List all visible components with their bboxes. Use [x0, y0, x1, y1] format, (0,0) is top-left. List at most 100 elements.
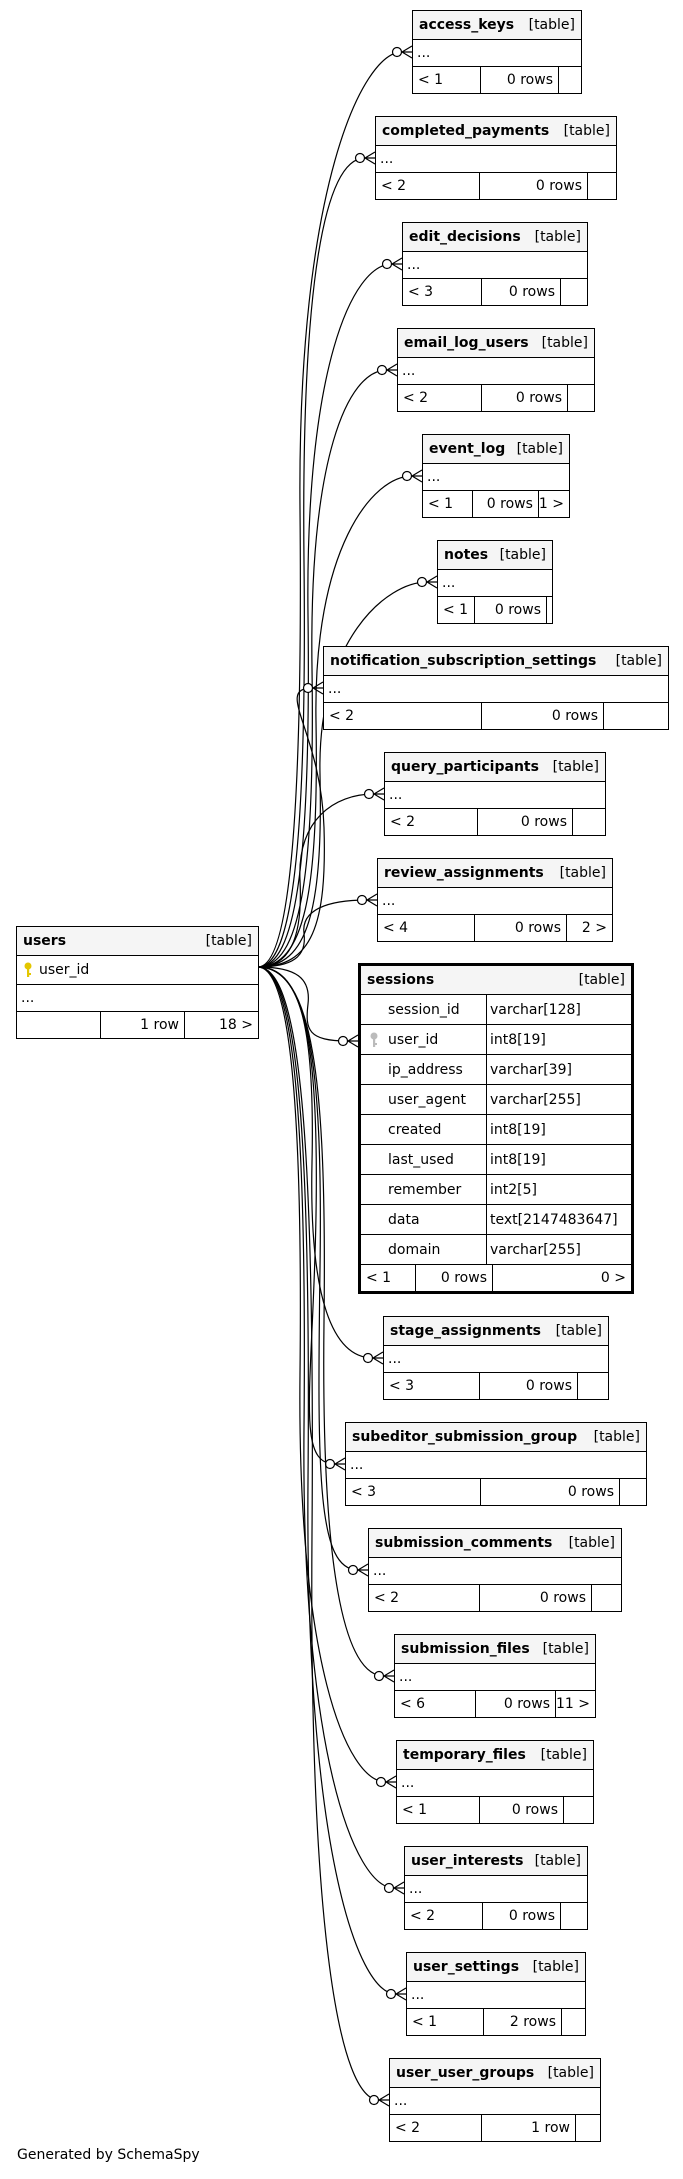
crows-foot-icon: [312, 681, 324, 695]
crows-foot-icon: [411, 469, 423, 483]
parents-count: < 1: [361, 1265, 416, 1291]
optional-marker-icon: [375, 1776, 387, 1788]
children-count: [562, 2009, 585, 2035]
table-name: access_keys: [419, 17, 515, 33]
relationship-edge-notes: [257, 581, 428, 968]
column-type: text[2147483647]: [490, 1211, 618, 1228]
more-columns-ellipsis: ...: [395, 1664, 595, 1691]
parents-count: < 1: [413, 67, 481, 93]
more-columns-ellipsis: ...: [390, 2088, 600, 2115]
table-kind-label: [table]: [541, 335, 588, 351]
children-count: [561, 1903, 587, 1929]
crows-foot-icon: [334, 1457, 346, 1471]
relationship-edge-sessions: [257, 966, 349, 1042]
primary-key-icon: [24, 962, 32, 977]
table-kind-label: [table]: [547, 2065, 594, 2081]
more-columns-ellipsis: ...: [423, 464, 569, 491]
table-header: completed_payments [table]: [376, 117, 616, 146]
table-footer: 1 row 18 >: [17, 1012, 258, 1038]
table-kind-label: [table]: [534, 229, 581, 245]
row-count: 0 rows: [480, 1373, 578, 1399]
more-columns-ellipsis: ...: [324, 676, 668, 703]
relationship-edge-stage-assignments: [257, 966, 374, 1359]
optional-marker-icon: [391, 46, 403, 58]
table-header: user_user_groups[table]: [390, 2059, 600, 2088]
table-kind-label: [table]: [593, 1429, 640, 1445]
crows-foot-icon: [383, 1669, 395, 1683]
table-name: submission_comments: [375, 1535, 553, 1551]
table-notification-subscription-settings[interactable]: notification_subscription_settings[table…: [323, 646, 669, 730]
row-count: 0 rows: [481, 1479, 620, 1505]
more-columns-ellipsis: ...: [403, 252, 587, 279]
more-columns-ellipsis: ...: [378, 888, 612, 915]
more-columns-ellipsis: ...: [413, 40, 581, 67]
row-count: 0 rows: [473, 491, 539, 517]
column-row-user-id: user_id: [17, 956, 258, 985]
optional-marker-icon: [376, 364, 388, 376]
table-kind-label: [table]: [540, 1747, 587, 1763]
table-kind-label: [table]: [542, 1641, 589, 1657]
more-columns-ellipsis: ...: [384, 1346, 608, 1373]
optional-marker-icon: [381, 258, 393, 270]
parents-count: [17, 1012, 101, 1038]
children-count: [578, 1373, 608, 1399]
children-count: [568, 385, 594, 411]
table-name: completed_payments: [382, 123, 550, 139]
children-count: [573, 809, 605, 835]
optional-marker-icon: [354, 152, 366, 164]
crows-foot-icon: [391, 257, 403, 271]
table-kind-label: [table]: [563, 123, 610, 139]
optional-marker-icon: [362, 1352, 374, 1364]
row-count: 0 rows: [482, 703, 604, 729]
table-header: submission_files[table]: [395, 1635, 595, 1664]
relationship-edge-user-user-groups: [257, 966, 380, 2101]
relationship-edge-edit-decisions: [257, 263, 393, 968]
table-users[interactable]: users [table] user_id ... 1 row 18 >: [16, 926, 259, 1039]
table-name: edit_decisions: [409, 229, 521, 245]
parents-count: < 2: [369, 1585, 480, 1611]
table-header: event_log[table]: [423, 435, 569, 464]
crows-foot-icon: [426, 575, 438, 589]
parents-count: < 2: [405, 1903, 483, 1929]
children-count: [620, 1479, 646, 1505]
parents-count: < 2: [385, 809, 478, 835]
crows-foot-icon: [364, 151, 376, 165]
table-name: notification_subscription_settings: [330, 653, 597, 669]
table-kind-label: [table]: [555, 1323, 602, 1339]
row-count: 0 rows: [480, 1797, 564, 1823]
row-count: 0 rows: [476, 1691, 556, 1717]
children-count: [564, 1797, 593, 1823]
parents-count: < 3: [346, 1479, 481, 1505]
column-name: remember: [388, 1181, 462, 1198]
table-kind-label: [table]: [568, 1535, 615, 1551]
more-columns-ellipsis: ...: [369, 1558, 621, 1585]
table-header: users [table]: [17, 927, 258, 956]
